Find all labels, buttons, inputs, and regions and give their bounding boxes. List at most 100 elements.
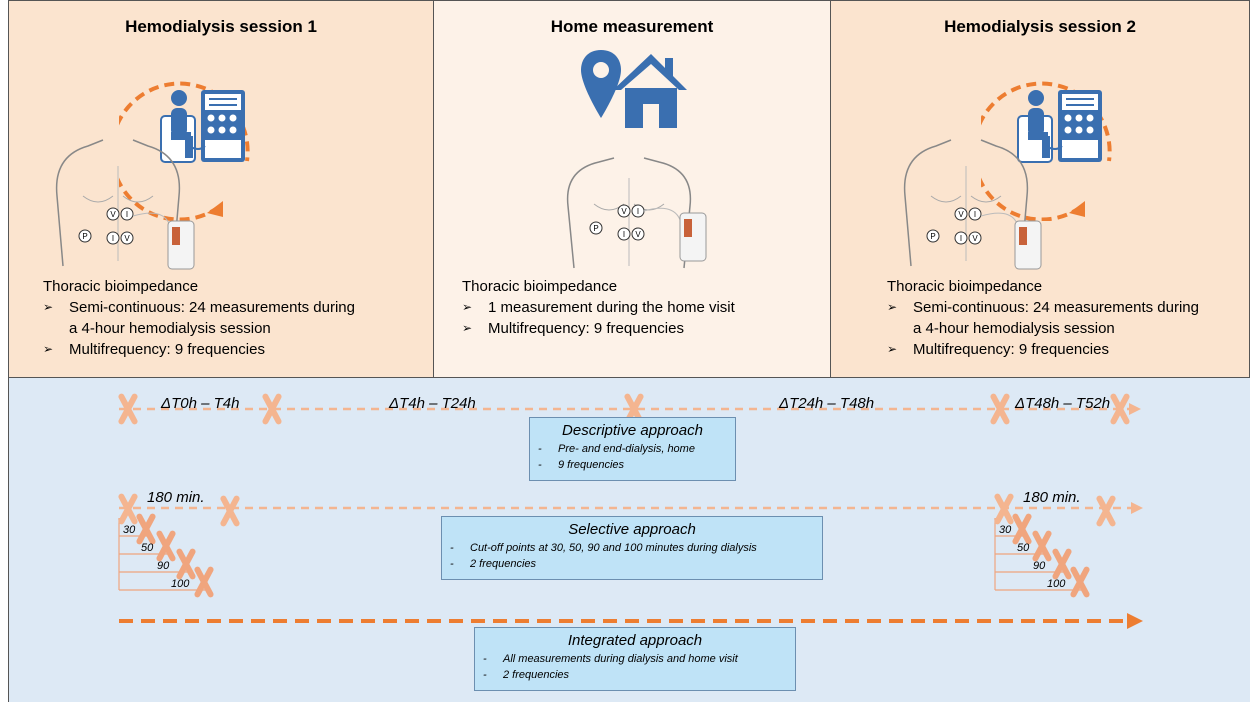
approach-title: Integrated approach — [567, 632, 703, 649]
measure-title: Thoracic bioimpedance — [462, 278, 618, 295]
approach-item-text: All measurements during dialysis and hom… — [503, 653, 738, 665]
electrode-i-label: I — [126, 210, 128, 219]
measure-title: Thoracic bioimpedance — [887, 278, 1043, 295]
bullet-item: ➢ Multifrequency: 9 frequencies — [462, 318, 735, 339]
descriptive-approach-box: Descriptive approach -Pre- and end-dialy… — [529, 417, 736, 481]
cross-mark-icon — [155, 531, 175, 561]
electrode-i-label: I — [112, 234, 114, 243]
bullet-arrow-icon: ➢ — [43, 342, 54, 356]
approach-item: -Cut-off points at 30, 50, 90 and 100 mi… — [450, 542, 757, 554]
thorax-electrodes-icon: V I P I V — [903, 139, 1029, 267]
bullet-arrow-icon: ➢ — [43, 300, 54, 314]
cross-mark-icon — [175, 549, 195, 579]
approach-item: -2 frequencies — [450, 558, 537, 570]
bullet-arrow-icon: ➢ — [462, 321, 473, 335]
approach-title: Selective approach — [568, 521, 696, 538]
electrode-v-label: V — [635, 230, 641, 239]
cross-mark-icon — [989, 394, 1009, 424]
electrode-v-label: V — [110, 210, 116, 219]
interval-label: ΔT4h – T24h — [389, 395, 476, 412]
minutes-label: 180 min. — [1023, 489, 1081, 506]
cross-mark-icon — [117, 494, 137, 524]
electrode-v-label: V — [972, 234, 978, 243]
cross-mark-icon — [1051, 549, 1071, 579]
minutes-label: 180 min. — [147, 489, 205, 506]
panel-description: Thoracic bioimpedance ➢ Semi-continuous: … — [43, 276, 355, 360]
location-pin-house-icon — [581, 50, 687, 128]
panel-description: Thoracic bioimpedance ➢ Semi-continuous: … — [887, 276, 1199, 360]
integrated-approach-box: Integrated approach -All measurements du… — [474, 627, 796, 691]
bullet-text: 1 measurement during the home visit — [488, 299, 735, 316]
approach-item: -Pre- and end-dialysis, home — [538, 443, 695, 455]
cross-mark-icon — [1011, 514, 1031, 544]
bullet-item: ➢1 measurement during the home visit — [462, 297, 735, 318]
approach-item-text: 2 frequencies — [470, 558, 537, 570]
bullet-item: ➢ Multifrequency: 9 frequencies — [43, 339, 355, 360]
cutoff-label: 30 — [999, 524, 1012, 536]
cross-mark-icon — [261, 394, 281, 424]
panel-home-measurement: Home measurement V I P I V Thoracic bioi… — [433, 0, 831, 378]
bullet-continuation: a 4-hour hemodialysis session — [43, 318, 355, 339]
approach-item: -2 frequencies — [483, 669, 570, 681]
bullet-continuation: a 4-hour hemodialysis session — [887, 318, 1199, 339]
approach-items: -Pre- and end-dialysis, home -9 frequenc… — [530, 441, 735, 473]
cross-mark-icon — [1069, 567, 1089, 597]
approach-items: -All measurements during dialysis and ho… — [475, 651, 795, 683]
thorax-electrodes-icon: V I P I V — [55, 139, 181, 267]
interval-label: ΔT24h – T48h — [779, 395, 875, 412]
house-icon — [613, 54, 687, 128]
panel-description: Thoracic bioimpedance ➢1 measurement dur… — [462, 276, 735, 339]
cross-mark-icon — [117, 394, 137, 424]
cross-mark-icon — [219, 496, 239, 526]
electrode-i-label: I — [623, 230, 625, 239]
bullet-text: a 4-hour hemodialysis session — [913, 320, 1115, 337]
bullet-text: Semi-continuous: 24 measurements during — [913, 299, 1199, 316]
cutoff-label: 50 — [141, 542, 154, 554]
bullet-text: Multifrequency: 9 frequencies — [69, 341, 265, 358]
cross-mark-icon — [193, 567, 213, 597]
interval-label: ΔT0h – T4h — [161, 395, 240, 412]
cutoff-label: 50 — [1017, 542, 1030, 554]
bioimpedance-device-icon — [167, 220, 195, 270]
interval-label: ΔT48h – T52h — [1015, 395, 1111, 412]
cutoff-label: 30 — [123, 524, 136, 536]
approaches-panel: ΔT0h – T4h ΔT4h – T24h ΔT24h – T48h ΔT48… — [8, 377, 1250, 702]
electrode-i-label: I — [974, 210, 976, 219]
bullet-arrow-icon: ➢ — [887, 300, 898, 314]
bullet-arrow-icon: ➢ — [887, 342, 898, 356]
patient-dialysis-machine-icon — [160, 90, 245, 163]
approach-item-text: 2 frequencies — [503, 669, 570, 681]
panel-title: Home measurement — [550, 17, 714, 36]
patient-dialysis-machine-icon — [1017, 90, 1102, 163]
approach-title: Descriptive approach — [562, 422, 703, 439]
electrode-i-label: I — [960, 234, 962, 243]
bullet-item: ➢Multifrequency: 9 frequencies — [887, 339, 1199, 360]
electrode-p-label: P — [82, 232, 87, 241]
bullet-item: ➢ Semi-continuous: 24 measurements during — [43, 297, 355, 318]
cross-mark-icon — [1095, 496, 1115, 526]
panel-title: Hemodialysis session 1 — [125, 17, 317, 36]
selective-approach-box: Selective approach -Cut-off points at 30… — [441, 516, 823, 580]
electrode-v-label: V — [124, 234, 130, 243]
bullet-text: Semi-continuous: 24 measurements during — [69, 299, 355, 316]
thorax-electrodes-icon: V I P I V — [566, 157, 692, 269]
cutoff-label: 100 — [1047, 578, 1066, 590]
location-pin-icon — [581, 50, 621, 118]
bioimpedance-device-icon — [679, 212, 707, 262]
panel-title: Hemodialysis session 2 — [944, 17, 1136, 36]
cross-mark-icon — [1031, 531, 1051, 561]
panel-hemodialysis-session-1: Hemodialysis session 1 V I P I V — [8, 0, 434, 378]
cross-mark-icon — [135, 514, 155, 544]
cutoff-label: 100 — [171, 578, 190, 590]
bioimpedance-device-icon — [1014, 220, 1042, 270]
cutoff-label: 90 — [157, 560, 170, 572]
electrode-p-label: P — [593, 224, 598, 233]
measure-title: Thoracic bioimpedance — [43, 278, 199, 295]
approach-items: -Cut-off points at 30, 50, 90 and 100 mi… — [442, 540, 822, 572]
electrode-v-label: V — [621, 207, 627, 216]
bullet-item: ➢ Semi-continuous: 24 measurements during — [887, 297, 1199, 318]
approach-item-text: 9 frequencies — [558, 459, 625, 471]
bullet-text: Multifrequency: 9 frequencies — [488, 320, 684, 337]
cross-mark-icon — [1109, 394, 1129, 424]
bullet-text: a 4-hour hemodialysis session — [69, 320, 271, 337]
